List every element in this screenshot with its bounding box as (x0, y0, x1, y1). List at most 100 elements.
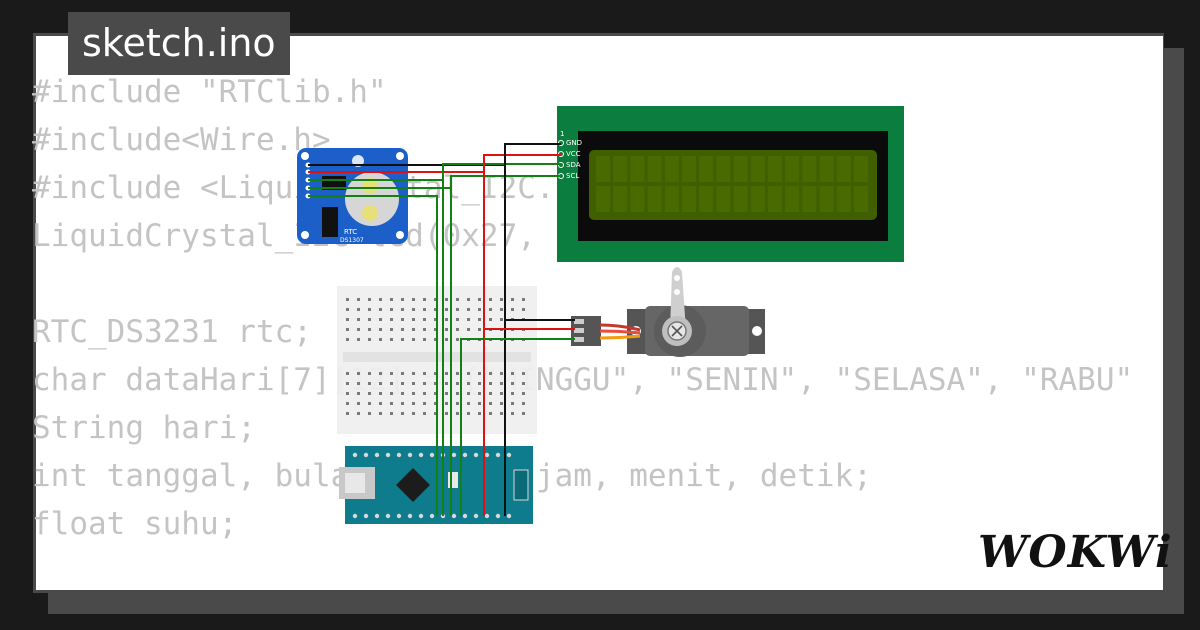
breadboard-hole (379, 382, 382, 385)
breadboard-hole (357, 382, 360, 385)
breadboard-hole (379, 308, 382, 311)
wire-green-servo (460, 338, 575, 516)
breadboard-hole (445, 402, 448, 405)
breadboard-hole (511, 392, 514, 395)
breadboard-hole (390, 318, 393, 321)
breadboard-hole (522, 372, 525, 375)
breadboard-hole (467, 382, 470, 385)
breadboard-hole (423, 382, 426, 385)
lcd-character-cell (699, 156, 714, 182)
breadboard-hole (500, 372, 503, 375)
breadboard-hole (379, 412, 382, 415)
lcd-character-cell (802, 186, 817, 212)
breadboard-hole (522, 412, 525, 415)
breadboard-hole (434, 382, 437, 385)
breadboard-hole (401, 308, 404, 311)
breadboard-hole (379, 298, 382, 301)
breadboard-hole (489, 382, 492, 385)
nano-pin (396, 452, 402, 458)
breadboard-hole (478, 382, 481, 385)
code-line: #include "RTClib.h" (32, 74, 387, 110)
breadboard-hole (489, 318, 492, 321)
breadboard-hole (412, 392, 415, 395)
lcd-character-cell (664, 156, 679, 182)
nano-pin (385, 513, 391, 519)
breadboard-hole (368, 372, 371, 375)
breadboard-hole (346, 392, 349, 395)
breadboard-hole (412, 338, 415, 341)
breadboard-hole (511, 298, 514, 301)
breadboard-hole (390, 308, 393, 311)
lcd-character-cell (647, 156, 662, 182)
breadboard-hole (445, 318, 448, 321)
breadboard-hole (456, 372, 459, 375)
breadboard-hole (412, 372, 415, 375)
breadboard-hole (346, 382, 349, 385)
breadboard-hole (478, 372, 481, 375)
breadboard-hole (368, 298, 371, 301)
breadboard-hole (390, 382, 393, 385)
code-line: RTC_DS3231 rtc; (32, 314, 312, 350)
breadboard-hole (467, 318, 470, 321)
lcd-pin-label: VCC (566, 150, 581, 158)
breadboard-hole (423, 402, 426, 405)
lcd-character-cell (630, 186, 645, 212)
breadboard-hole (434, 402, 437, 405)
breadboard-hole (478, 392, 481, 395)
breadboard-hole (412, 318, 415, 321)
breadboard-hole (445, 412, 448, 415)
breadboard-hole (346, 412, 349, 415)
breadboard-hole (434, 298, 437, 301)
breadboard-hole (456, 382, 459, 385)
lcd-character-cell (819, 156, 834, 182)
breadboard-hole (357, 338, 360, 341)
breadboard-hole (357, 402, 360, 405)
breadboard-hole (368, 328, 371, 331)
nano-pin (495, 513, 501, 519)
lcd-character-cell (802, 156, 817, 182)
breadboard-hole (467, 412, 470, 415)
lcd-character-cell (836, 156, 851, 182)
nano-pin (429, 452, 435, 458)
breadboard-hole (511, 308, 514, 311)
nano-pin (374, 513, 380, 519)
breadboard-hole (511, 372, 514, 375)
breadboard-hole (401, 382, 404, 385)
breadboard-hole (401, 392, 404, 395)
nano-pin (484, 452, 490, 458)
breadboard-hole (357, 392, 360, 395)
nano-pin (352, 452, 358, 458)
lcd-character-cell (630, 156, 645, 182)
lcd-character-cell (733, 156, 748, 182)
breadboard-hole (368, 382, 371, 385)
breadboard-hole (478, 402, 481, 405)
lcd-pin-label: SDA (566, 161, 581, 169)
breadboard-hole (445, 392, 448, 395)
sketch-title[interactable]: sketch.ino (68, 12, 290, 75)
breadboard-hole (346, 328, 349, 331)
breadboard-hole (346, 318, 349, 321)
lcd-pin-label: SCL (566, 172, 579, 180)
breadboard-hole (423, 412, 426, 415)
breadboard-hole (511, 402, 514, 405)
breadboard-hole (434, 328, 437, 331)
breadboard-hole (467, 328, 470, 331)
code-line: float suhu; (32, 506, 238, 542)
breadboard-hole (511, 382, 514, 385)
servo-motor (571, 267, 765, 357)
breadboard-hole (500, 392, 503, 395)
breadboard-hole (467, 298, 470, 301)
nano-pin (396, 513, 402, 519)
lcd-character-cell (716, 186, 731, 212)
lcd-character-cell (682, 156, 696, 182)
breadboard-hole (357, 372, 360, 375)
breadboard-hole (456, 308, 459, 311)
breadboard-hole (390, 372, 393, 375)
nano-pin (352, 513, 358, 519)
code-line: String hari; (32, 410, 256, 446)
breadboard-hole (423, 308, 426, 311)
breadboard-hole (456, 412, 459, 415)
lcd-pin-label: 1 (560, 130, 564, 138)
breadboard-hole (412, 328, 415, 331)
lcd-pin-header: 1 GND VCC SDA SCL (558, 130, 582, 180)
